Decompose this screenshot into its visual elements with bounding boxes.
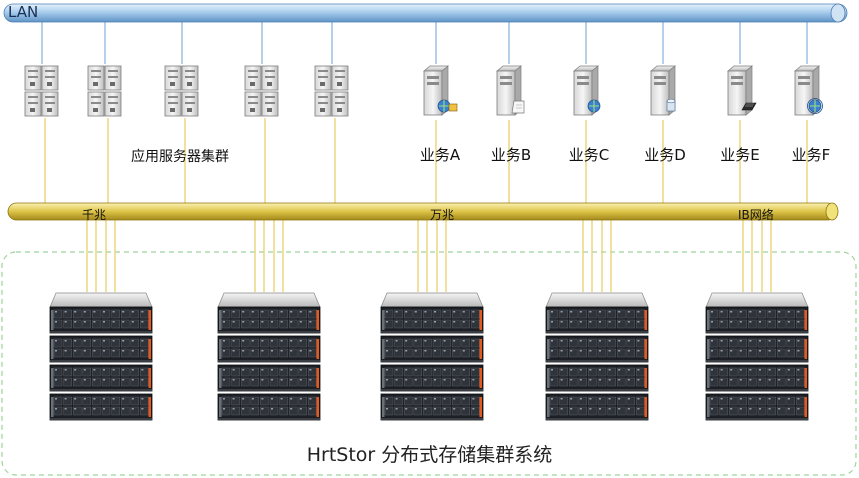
storage-links [86, 220, 772, 292]
service-server-icon [794, 65, 823, 116]
app-server-icon [24, 65, 59, 117]
service-label-c: 业务C [568, 146, 610, 164]
app-server-icon [87, 65, 122, 117]
storage-cluster-region [1, 251, 857, 476]
app-server-icon [244, 65, 279, 117]
app-server-cluster [24, 65, 349, 117]
service-servers [423, 65, 823, 116]
app-server-icon [314, 65, 349, 117]
bus-label-infiniband: IB网络 [738, 208, 774, 222]
backbone-bus-pipe [7, 202, 839, 221]
bus-label-10gigabit: 万兆 [430, 208, 455, 222]
bus-links [44, 118, 808, 203]
bus-label-gigabit: 千兆 [82, 208, 107, 222]
service-label-e: 业务E [720, 146, 760, 164]
service-server-icon [650, 65, 676, 116]
storage-node [545, 292, 649, 421]
lan-pipe [3, 3, 848, 23]
storage-node [217, 292, 321, 421]
service-server-icon [423, 65, 458, 116]
storage-node [705, 292, 809, 421]
service-label-f: 业务F [791, 146, 831, 164]
app-cluster-label: 应用服务器集群 [131, 149, 229, 165]
service-server-icon [573, 65, 601, 116]
lan-label: LAN [8, 3, 39, 21]
storage-system-label: HrtStor 分布式存储集群系统 [306, 444, 553, 466]
app-server-icon [164, 65, 199, 117]
storage-node [49, 292, 153, 421]
service-server-icon [496, 65, 525, 116]
service-label-b: 业务B [490, 146, 532, 164]
storage-node [380, 292, 484, 421]
storage-nodes [49, 292, 809, 421]
service-server-icon [727, 65, 757, 116]
service-label-d: 业务D [644, 146, 686, 164]
lan-links [41, 22, 808, 64]
service-label-a: 业务A [419, 146, 461, 164]
